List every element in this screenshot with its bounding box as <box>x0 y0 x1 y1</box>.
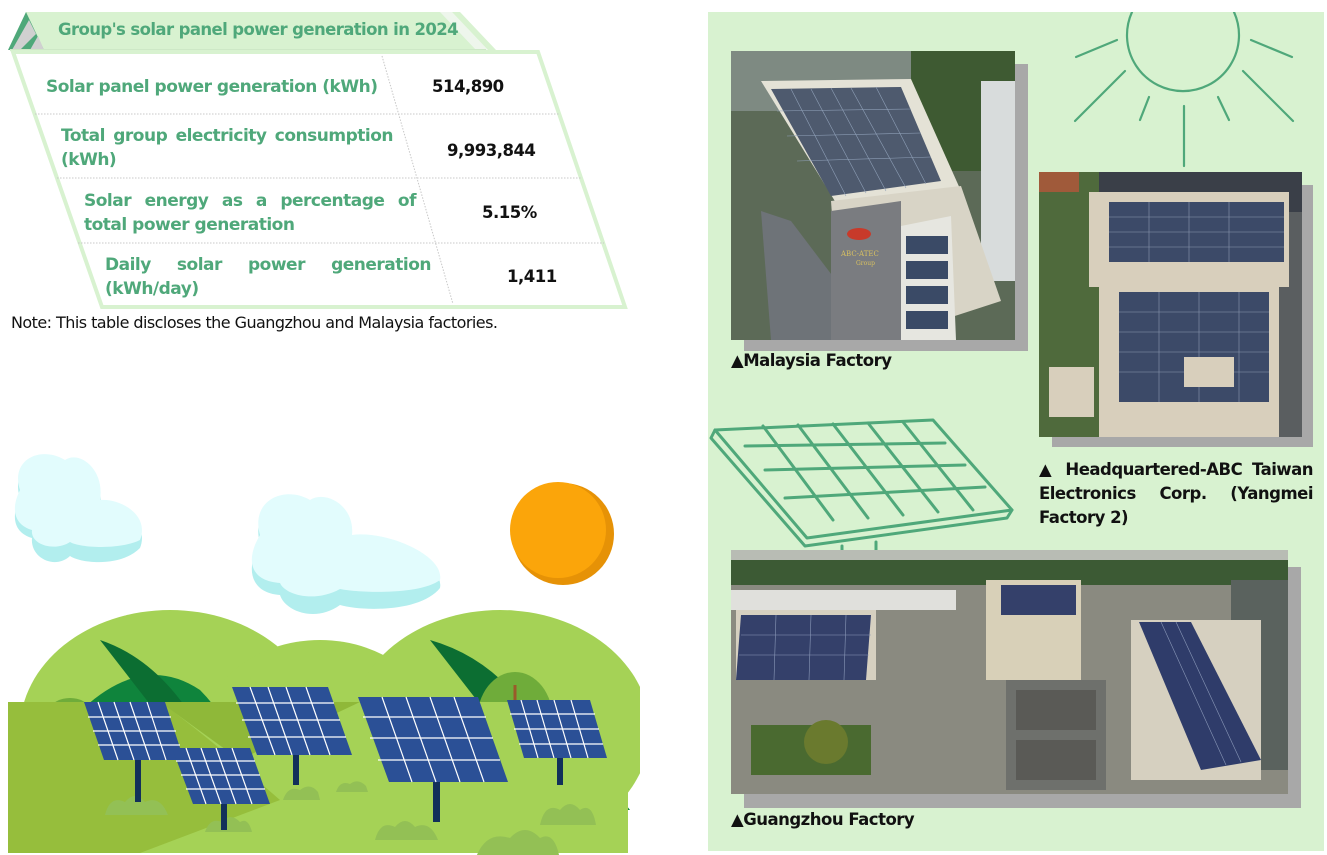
solar-panel-icon <box>358 696 508 822</box>
sun-outline-icon <box>1073 12 1295 168</box>
malaysia-factory-photo: ABC-ATEC Group <box>731 51 1015 340</box>
table-frame <box>10 50 628 309</box>
headquarters-photo <box>1039 172 1302 437</box>
row-value: 1,411 <box>507 267 557 286</box>
svg-text:Group: Group <box>856 260 875 267</box>
solar-panel-outline-icon <box>709 418 1014 560</box>
table-note: Note: This table discloses the Guangzhou… <box>11 313 498 332</box>
row-label: Total group electricity consumption (kWh… <box>61 126 394 170</box>
row-label: Solar energy as a percentage of total po… <box>84 191 417 235</box>
solar-panel-icon <box>507 699 607 785</box>
solar-panel-icon <box>172 747 270 830</box>
cloud-icon <box>14 454 142 563</box>
solar-farm-illustration <box>8 454 640 855</box>
table-title: Group's solar panel power generation in … <box>58 20 459 39</box>
photo-caption: ▲ Headquartered-ABC Taiwan Electronics C… <box>1039 460 1314 527</box>
photo-caption: ▲Guangzhou Factory <box>731 810 915 829</box>
photo-caption: ▲Malaysia Factory <box>731 351 892 370</box>
row-label: Daily solar power generation (kWh/day) <box>105 255 432 299</box>
solar-panel-icon <box>232 686 352 785</box>
row-label: Solar panel power generation (kWh) <box>46 77 378 97</box>
cloud-icon <box>251 494 441 614</box>
solar-panel-icon <box>84 701 184 802</box>
svg-text:ABC-ATEC: ABC-ATEC <box>840 250 879 258</box>
header-tab-graphic <box>8 12 496 51</box>
row-value: 514,890 <box>432 77 504 96</box>
sun-icon <box>510 482 614 585</box>
row-value: 9,993,844 <box>447 141 536 160</box>
row-value: 5.15% <box>482 203 537 222</box>
guangzhou-factory-photo <box>731 550 1288 794</box>
